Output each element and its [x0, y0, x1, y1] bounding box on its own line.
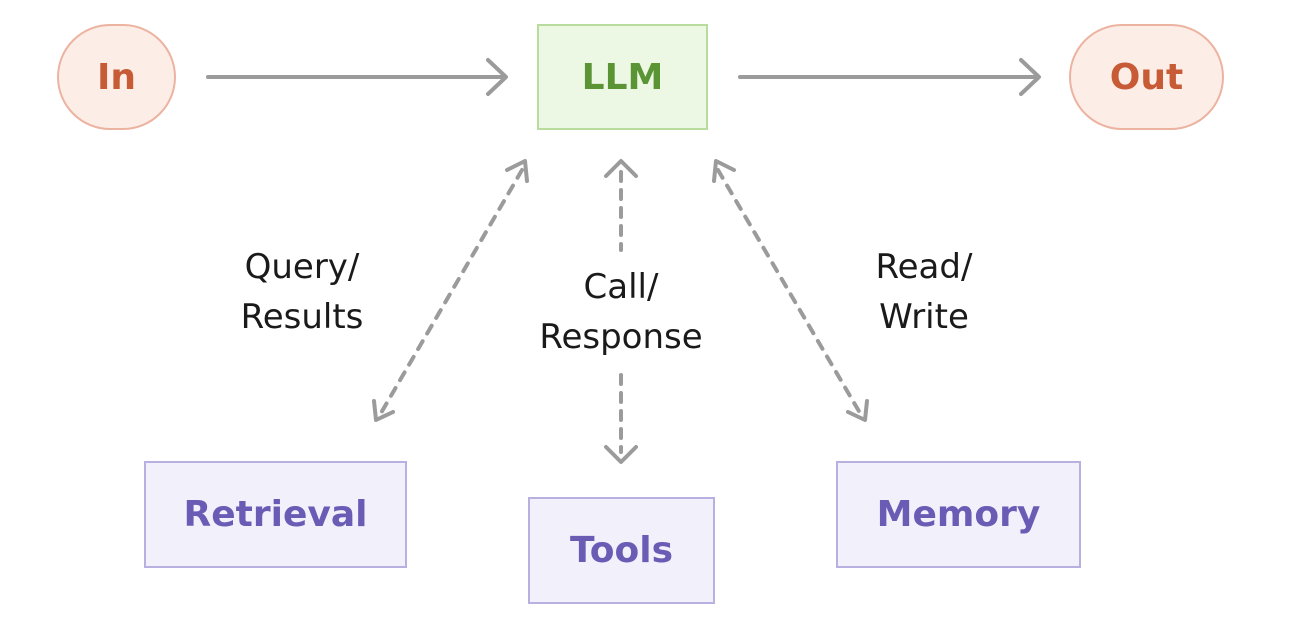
arrow-llm-retrieval	[379, 168, 524, 415]
arrowhead-retrieval-bottom	[372, 399, 395, 422]
edge-label-tools: Call/ Response	[501, 262, 741, 362]
edge-label-retrieval-line1: Query/	[244, 247, 360, 287]
arrowhead-retrieval-top	[505, 159, 529, 183]
edge-label-retrieval: Query/ Results	[182, 242, 422, 342]
edge-label-memory-line1: Read/	[875, 247, 973, 287]
memory-node: Memory	[836, 461, 1081, 568]
tools-node: Tools	[528, 497, 715, 604]
edge-label-tools-line2: Response	[539, 317, 703, 357]
arrow-llm-memory	[716, 168, 862, 415]
arrowhead-tools-bottom	[604, 445, 638, 464]
edge-label-memory: Read/ Write	[804, 242, 1044, 342]
output-node: Out	[1069, 24, 1224, 130]
arrowhead-memory-bottom	[846, 399, 869, 422]
arrowhead-llm-to-out	[1019, 58, 1041, 96]
input-node: In	[57, 24, 176, 130]
arrowhead-in-to-llm	[486, 58, 508, 96]
arrowhead-tools-top	[604, 159, 638, 178]
arrowhead-memory-top	[712, 159, 736, 183]
edge-label-memory-line2: Write	[879, 297, 969, 337]
edge-label-retrieval-line2: Results	[240, 297, 364, 337]
llm-node: LLM	[537, 24, 708, 130]
edge-label-tools-line1: Call/	[583, 267, 659, 307]
retrieval-node: Retrieval	[144, 461, 407, 568]
